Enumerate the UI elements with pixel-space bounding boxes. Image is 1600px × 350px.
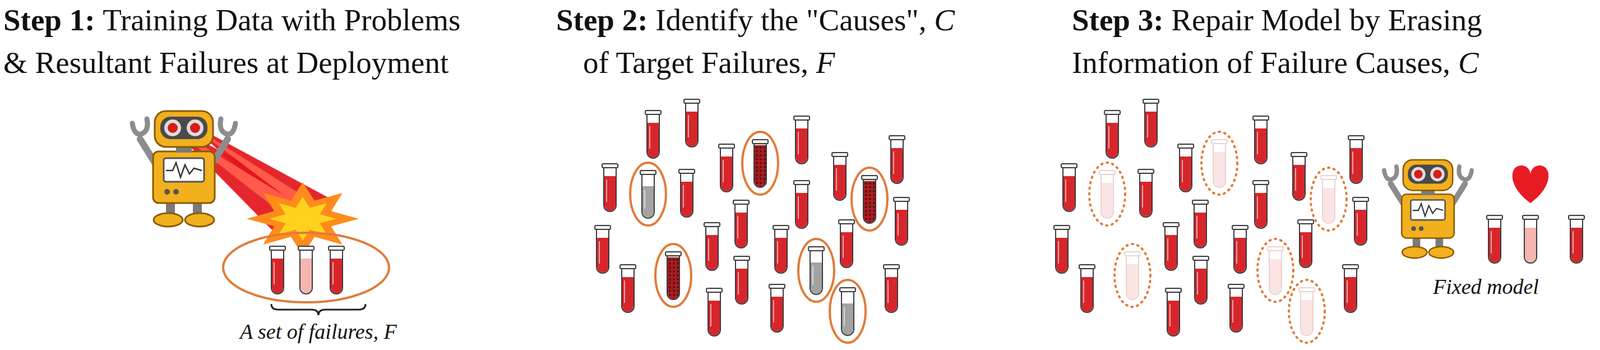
step-heading: C [1458,45,1479,80]
robot [1384,159,1472,258]
step-heading-line: Step 1:Training Data with Problems [3,2,461,38]
step-heading: Step 1: [3,2,95,38]
caption-line: A set of failures,F [239,319,397,345]
caption-line: Fixed model [1432,274,1539,300]
step-heading: & Resultant Failures at Deployment [3,45,449,80]
brace [271,303,366,316]
test-tube-field [594,99,910,336]
fixed-tubes [1486,215,1585,263]
explosion [246,182,359,256]
caption: Fixed model [1432,274,1539,299]
step-heading: F [816,45,836,80]
erased-causes [1089,131,1347,343]
step-heading-line: Step 3:Repair Model by Erasing [1071,2,1483,38]
step-heading: Repair Model by Erasing [1171,2,1482,38]
step-heading: of Target Failures, [583,45,809,80]
step-heading-line: Information of Failure Causes,C [1071,44,1479,81]
step-heading: Step 3: [1071,2,1164,38]
heart [1512,165,1549,203]
robot [132,111,236,227]
step-heading-line: of Target Failures,F [583,44,835,81]
step-heading-line: & Resultant Failures at Deployment [3,44,449,81]
step-heading-line: Step 2:Identify the "Causes",C [556,2,955,38]
failure-set [223,232,390,303]
step-heading: Step 2: [556,2,648,38]
test-tube-field [1053,99,1369,336]
step-heading: C [933,2,955,38]
failure-causes [630,131,888,343]
step-heading: Identify the "Causes", [655,2,927,38]
step-heading: Training Data with Problems [102,2,461,38]
caption: A set of failures, [239,319,379,344]
caption: F [384,319,397,344]
step-heading: Information of Failure Causes, [1071,45,1451,80]
